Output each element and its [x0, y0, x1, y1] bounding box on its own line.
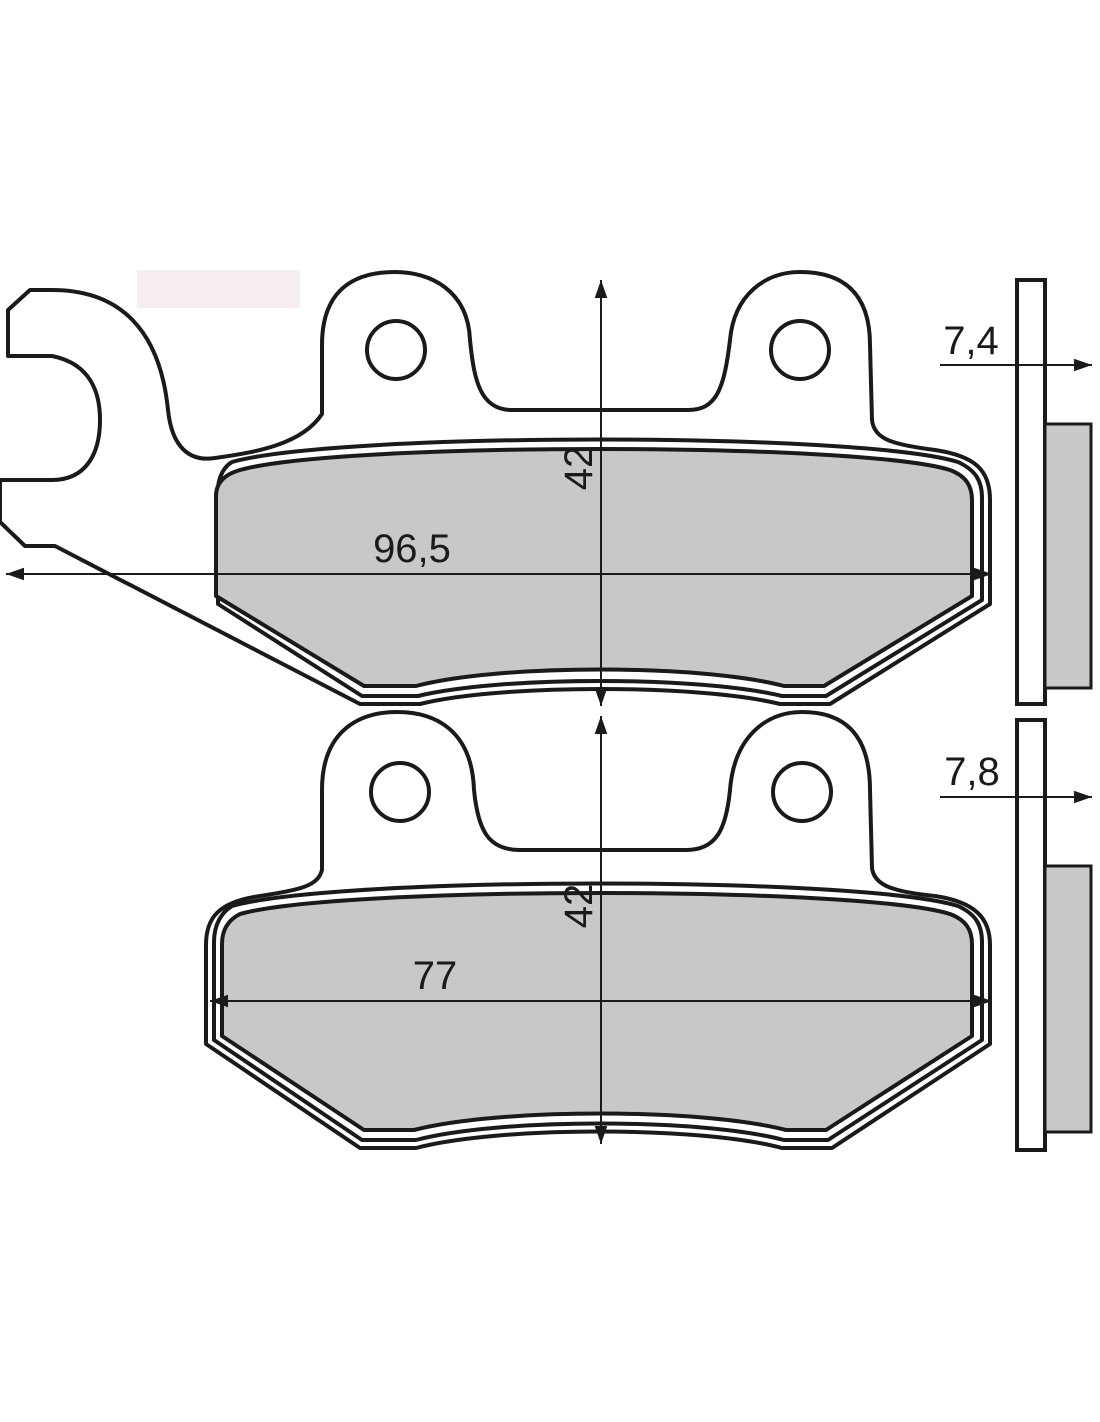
- bottom-side-backing-plate: [1015, 718, 1047, 1152]
- top-pad-right-mount-hole: [769, 319, 831, 381]
- bottom-pad-side-view: 7,8: [940, 718, 1093, 1152]
- faint-mark: [137, 270, 300, 308]
- top-pad-height-label: 42: [557, 446, 601, 491]
- top-pad-side-view: 7,4: [940, 278, 1093, 706]
- bottom-pad-length-label: 77: [413, 954, 458, 998]
- top-pad: 96,5 42: [0, 270, 992, 706]
- top-pad-thickness-label: 7,4: [943, 319, 999, 363]
- bottom-pad-left-mount-hole: [369, 761, 431, 823]
- top-pad-left-mount-hole: [365, 319, 427, 381]
- top-side-backing-plate: [1015, 278, 1047, 706]
- bottom-side-friction-lining: [1043, 864, 1093, 1134]
- bottom-pad-thickness-label: 7,8: [944, 750, 1000, 794]
- top-pad-friction-lining: [214, 447, 974, 688]
- bottom-pad-height-label: 42: [557, 884, 601, 929]
- bottom-pad: 77 42: [204, 710, 992, 1150]
- top-pad-length-label: 96,5: [373, 527, 451, 571]
- top-side-friction-lining: [1043, 422, 1093, 690]
- bottom-pad-right-mount-hole: [771, 761, 833, 823]
